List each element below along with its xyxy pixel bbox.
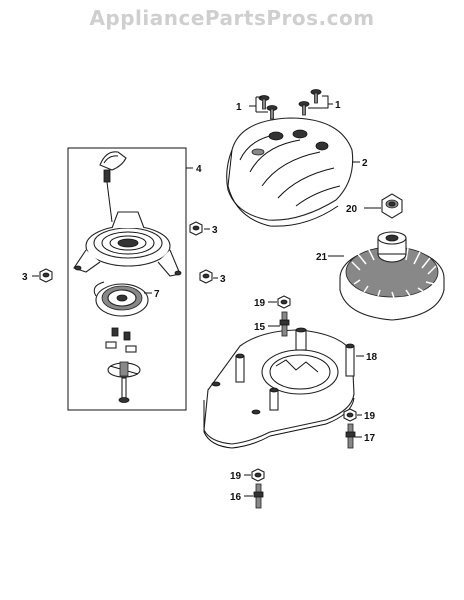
starter-center-bolt xyxy=(118,377,130,403)
starter-pawls xyxy=(105,327,137,353)
screw-1-right[interactable] xyxy=(310,89,322,104)
starter-pulley[interactable] xyxy=(93,281,149,317)
callout-4: 4 xyxy=(196,164,202,175)
blower-housing-base[interactable] xyxy=(203,327,355,449)
hex-nut-19-bottom[interactable] xyxy=(251,468,265,482)
hex-nut-3-right[interactable] xyxy=(199,269,213,284)
stud-bolt-17[interactable] xyxy=(345,423,356,449)
callout-17: 17 xyxy=(364,433,376,444)
screw-1-right-2[interactable] xyxy=(298,101,310,116)
flywheel-nut[interactable] xyxy=(381,193,403,219)
callout-19-bottom: 19 xyxy=(230,471,242,482)
hex-nut-19-right[interactable] xyxy=(343,408,357,422)
hex-nut-3-left[interactable] xyxy=(39,268,53,283)
callout-7: 7 xyxy=(154,289,160,300)
screw-1-left-2[interactable] xyxy=(266,105,278,120)
starter-retainer xyxy=(107,361,141,378)
callout-3-top: 3 xyxy=(212,225,218,236)
callout-16: 16 xyxy=(230,492,242,503)
starter-housing[interactable] xyxy=(73,211,182,277)
callout-15: 15 xyxy=(254,322,266,333)
callout-19-top: 19 xyxy=(254,298,266,309)
blower-housing-cover[interactable] xyxy=(226,117,354,227)
callout-21: 21 xyxy=(316,252,328,263)
stud-bolt-16[interactable] xyxy=(253,483,264,509)
starter-handle[interactable] xyxy=(99,151,127,223)
site-watermark: AppliancePartsPros.com xyxy=(89,6,375,30)
callout-1-right: 1 xyxy=(335,100,341,111)
callout-18: 18 xyxy=(366,352,378,363)
flywheel[interactable] xyxy=(339,231,445,321)
callout-3-right: 3 xyxy=(220,274,226,285)
callout-20: 20 xyxy=(346,204,358,215)
starter-assembly-frame xyxy=(67,147,187,411)
callout-1-left: 1 xyxy=(236,102,242,113)
callout-2: 2 xyxy=(362,158,368,169)
callout-3-left: 3 xyxy=(22,272,28,283)
callout-19-right: 19 xyxy=(364,411,376,422)
hex-nut-19-top[interactable] xyxy=(277,295,291,309)
hex-nut-3-top[interactable] xyxy=(189,221,203,236)
stud-bolt-15[interactable] xyxy=(279,311,290,337)
